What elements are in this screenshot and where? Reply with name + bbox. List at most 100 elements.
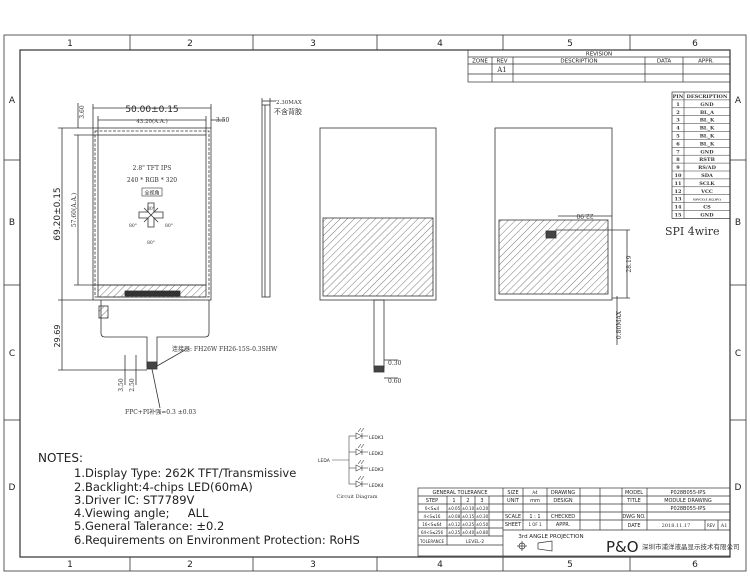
pin-description: RSTB bbox=[699, 157, 715, 163]
height-dim: 69.20±0.15 bbox=[53, 187, 63, 240]
angle-right: 80° bbox=[165, 223, 173, 229]
pin-number: 4 bbox=[676, 126, 680, 132]
pin-number: 8 bbox=[676, 157, 680, 163]
angle-bottom: 80° bbox=[147, 240, 155, 246]
back-dim-1: 0.30 bbox=[388, 360, 402, 367]
tolerance-cell: ±0.25 bbox=[462, 522, 475, 527]
tolerance-cell: ±0.12 bbox=[448, 522, 461, 527]
pin-description: RS/AD bbox=[698, 165, 716, 171]
pin-description: SCLK bbox=[699, 181, 715, 187]
col-label: 3 bbox=[310, 560, 316, 570]
sheet-value: 1 OF 1 bbox=[528, 522, 542, 527]
model-value: P028B055-IPS bbox=[671, 490, 706, 496]
col-label: 2 bbox=[187, 560, 193, 570]
note-item: 2.Backlight:4-chips LED(60mA) bbox=[74, 479, 253, 494]
appr-label: APPR. bbox=[556, 522, 571, 528]
row-label: A bbox=[735, 96, 742, 106]
pin-number: 6 bbox=[676, 141, 680, 147]
tolerance-cell: 16<S≤64 bbox=[422, 522, 442, 527]
right-offset-dim: 3.50 bbox=[216, 117, 230, 124]
model-label: MODEL bbox=[625, 490, 643, 496]
drawing-frame bbox=[3, 34, 747, 572]
tolerance-title: GENERAL TOLERANCE bbox=[432, 490, 487, 496]
revision-header: DATA bbox=[657, 59, 671, 65]
connector-note: 连接器: FH26W FH26-15S-0.3SHW bbox=[172, 345, 278, 353]
pin-number: 11 bbox=[675, 181, 682, 187]
width-detail-dim: 22.90 bbox=[576, 212, 593, 219]
revision-header: DESCRIPTION bbox=[560, 59, 597, 65]
interface-label: SPI 4wire bbox=[665, 225, 719, 238]
row-label: D bbox=[735, 483, 742, 493]
aa-height-dim: 57.60(A.A.) bbox=[71, 193, 78, 227]
col-label: 4 bbox=[437, 560, 443, 570]
fpc-length-dim: 29.69 bbox=[53, 325, 62, 348]
tolerance-level: LEVEL-2 bbox=[466, 539, 484, 545]
tolerance-cell: ±0.10 bbox=[462, 506, 475, 511]
notes-title: NOTES: bbox=[38, 451, 83, 465]
title-value: MODULE DRAWING bbox=[664, 498, 712, 504]
pin-number: 10 bbox=[675, 173, 682, 179]
projection-label: 3rd ANGLE PROJECTION bbox=[518, 534, 583, 540]
led-icon bbox=[355, 432, 363, 440]
pin-number: 13 bbox=[675, 197, 682, 203]
unit-value: mm bbox=[530, 498, 540, 504]
sheet-label: SHEET bbox=[505, 522, 522, 528]
height-detail-dim: 28.19 bbox=[626, 255, 633, 272]
revision-table: REVISION ZONE REV DESCRIPTION DATA APPR.… bbox=[467, 49, 731, 83]
tolerance-cell: ±0.15 bbox=[462, 514, 475, 519]
tolerance-cell: 64<S≤256 bbox=[421, 530, 443, 535]
date-label: DATE bbox=[627, 523, 640, 529]
stiffener-note: FPC+PI补强=0.3 ±0.03 bbox=[125, 408, 196, 416]
aa-width-dim: 43.20(A.A.) bbox=[136, 118, 167, 125]
pin-description: GND bbox=[700, 102, 714, 108]
pin-description: BL_K bbox=[700, 141, 715, 147]
revision-header: REV bbox=[496, 59, 507, 65]
row-label: C bbox=[735, 349, 741, 359]
scale-label: SCALE bbox=[505, 514, 521, 520]
tolerance-cell: ±0.50 bbox=[476, 522, 489, 527]
col-label: 6 bbox=[692, 560, 698, 570]
revision-title: REVISION bbox=[586, 52, 612, 58]
col-label: 1 bbox=[67, 560, 73, 570]
checked-label: CHECKED bbox=[551, 514, 575, 520]
thickness-dim: 2.30MAX bbox=[276, 100, 302, 106]
scale-value: 1 : 1 bbox=[529, 514, 540, 520]
pin-description: BL_K bbox=[700, 134, 715, 140]
revision-rev: A1 bbox=[496, 66, 507, 74]
pin-number: 7 bbox=[676, 149, 680, 155]
pin-description: BL_A bbox=[700, 110, 714, 116]
tolerance-cell: 0<S≤4 bbox=[425, 506, 440, 511]
width-dim: 50.00±0.15 bbox=[125, 105, 178, 115]
pin-description: BL_K bbox=[700, 126, 715, 132]
tolerance-cell: ±0.40 bbox=[462, 530, 475, 535]
row-label: B bbox=[9, 218, 15, 228]
back-view bbox=[319, 127, 437, 379]
revision-header: ZONE bbox=[472, 59, 488, 65]
size-value: A4 bbox=[532, 490, 538, 495]
pin-number: 2 bbox=[676, 110, 680, 116]
col-label: 5 bbox=[567, 39, 573, 49]
circuit-cathode: LEDK4 bbox=[369, 483, 384, 489]
size-label: SIZE bbox=[507, 490, 518, 496]
pin-number: 9 bbox=[676, 165, 680, 171]
col-label: 4 bbox=[437, 39, 443, 49]
circuit-cathode: LEDK3 bbox=[369, 467, 384, 473]
col-label: 2 bbox=[187, 39, 193, 49]
tolerance-cell: ±0.30 bbox=[476, 514, 489, 519]
row-label: C bbox=[9, 349, 15, 359]
circuit-cathode: LEDK1 bbox=[369, 435, 384, 441]
drawing-label: DRAWING bbox=[551, 490, 575, 496]
pin-number: 1 bbox=[676, 102, 679, 108]
panel-resolution: 240 * RGB * 320 bbox=[127, 177, 177, 184]
side-view bbox=[261, 98, 276, 298]
rev-label: REV bbox=[707, 523, 715, 528]
led-emission-icon bbox=[357, 475, 365, 481]
pin-description: SDA bbox=[701, 173, 713, 179]
pin-description: GND bbox=[700, 213, 714, 219]
row-label: B bbox=[735, 218, 741, 228]
rev-value: A1 bbox=[720, 523, 728, 529]
notes: NOTES: 1.Display Type: 262K TFT/Transmis… bbox=[38, 451, 360, 547]
tolerance-cell: ±0.20 bbox=[476, 506, 489, 511]
